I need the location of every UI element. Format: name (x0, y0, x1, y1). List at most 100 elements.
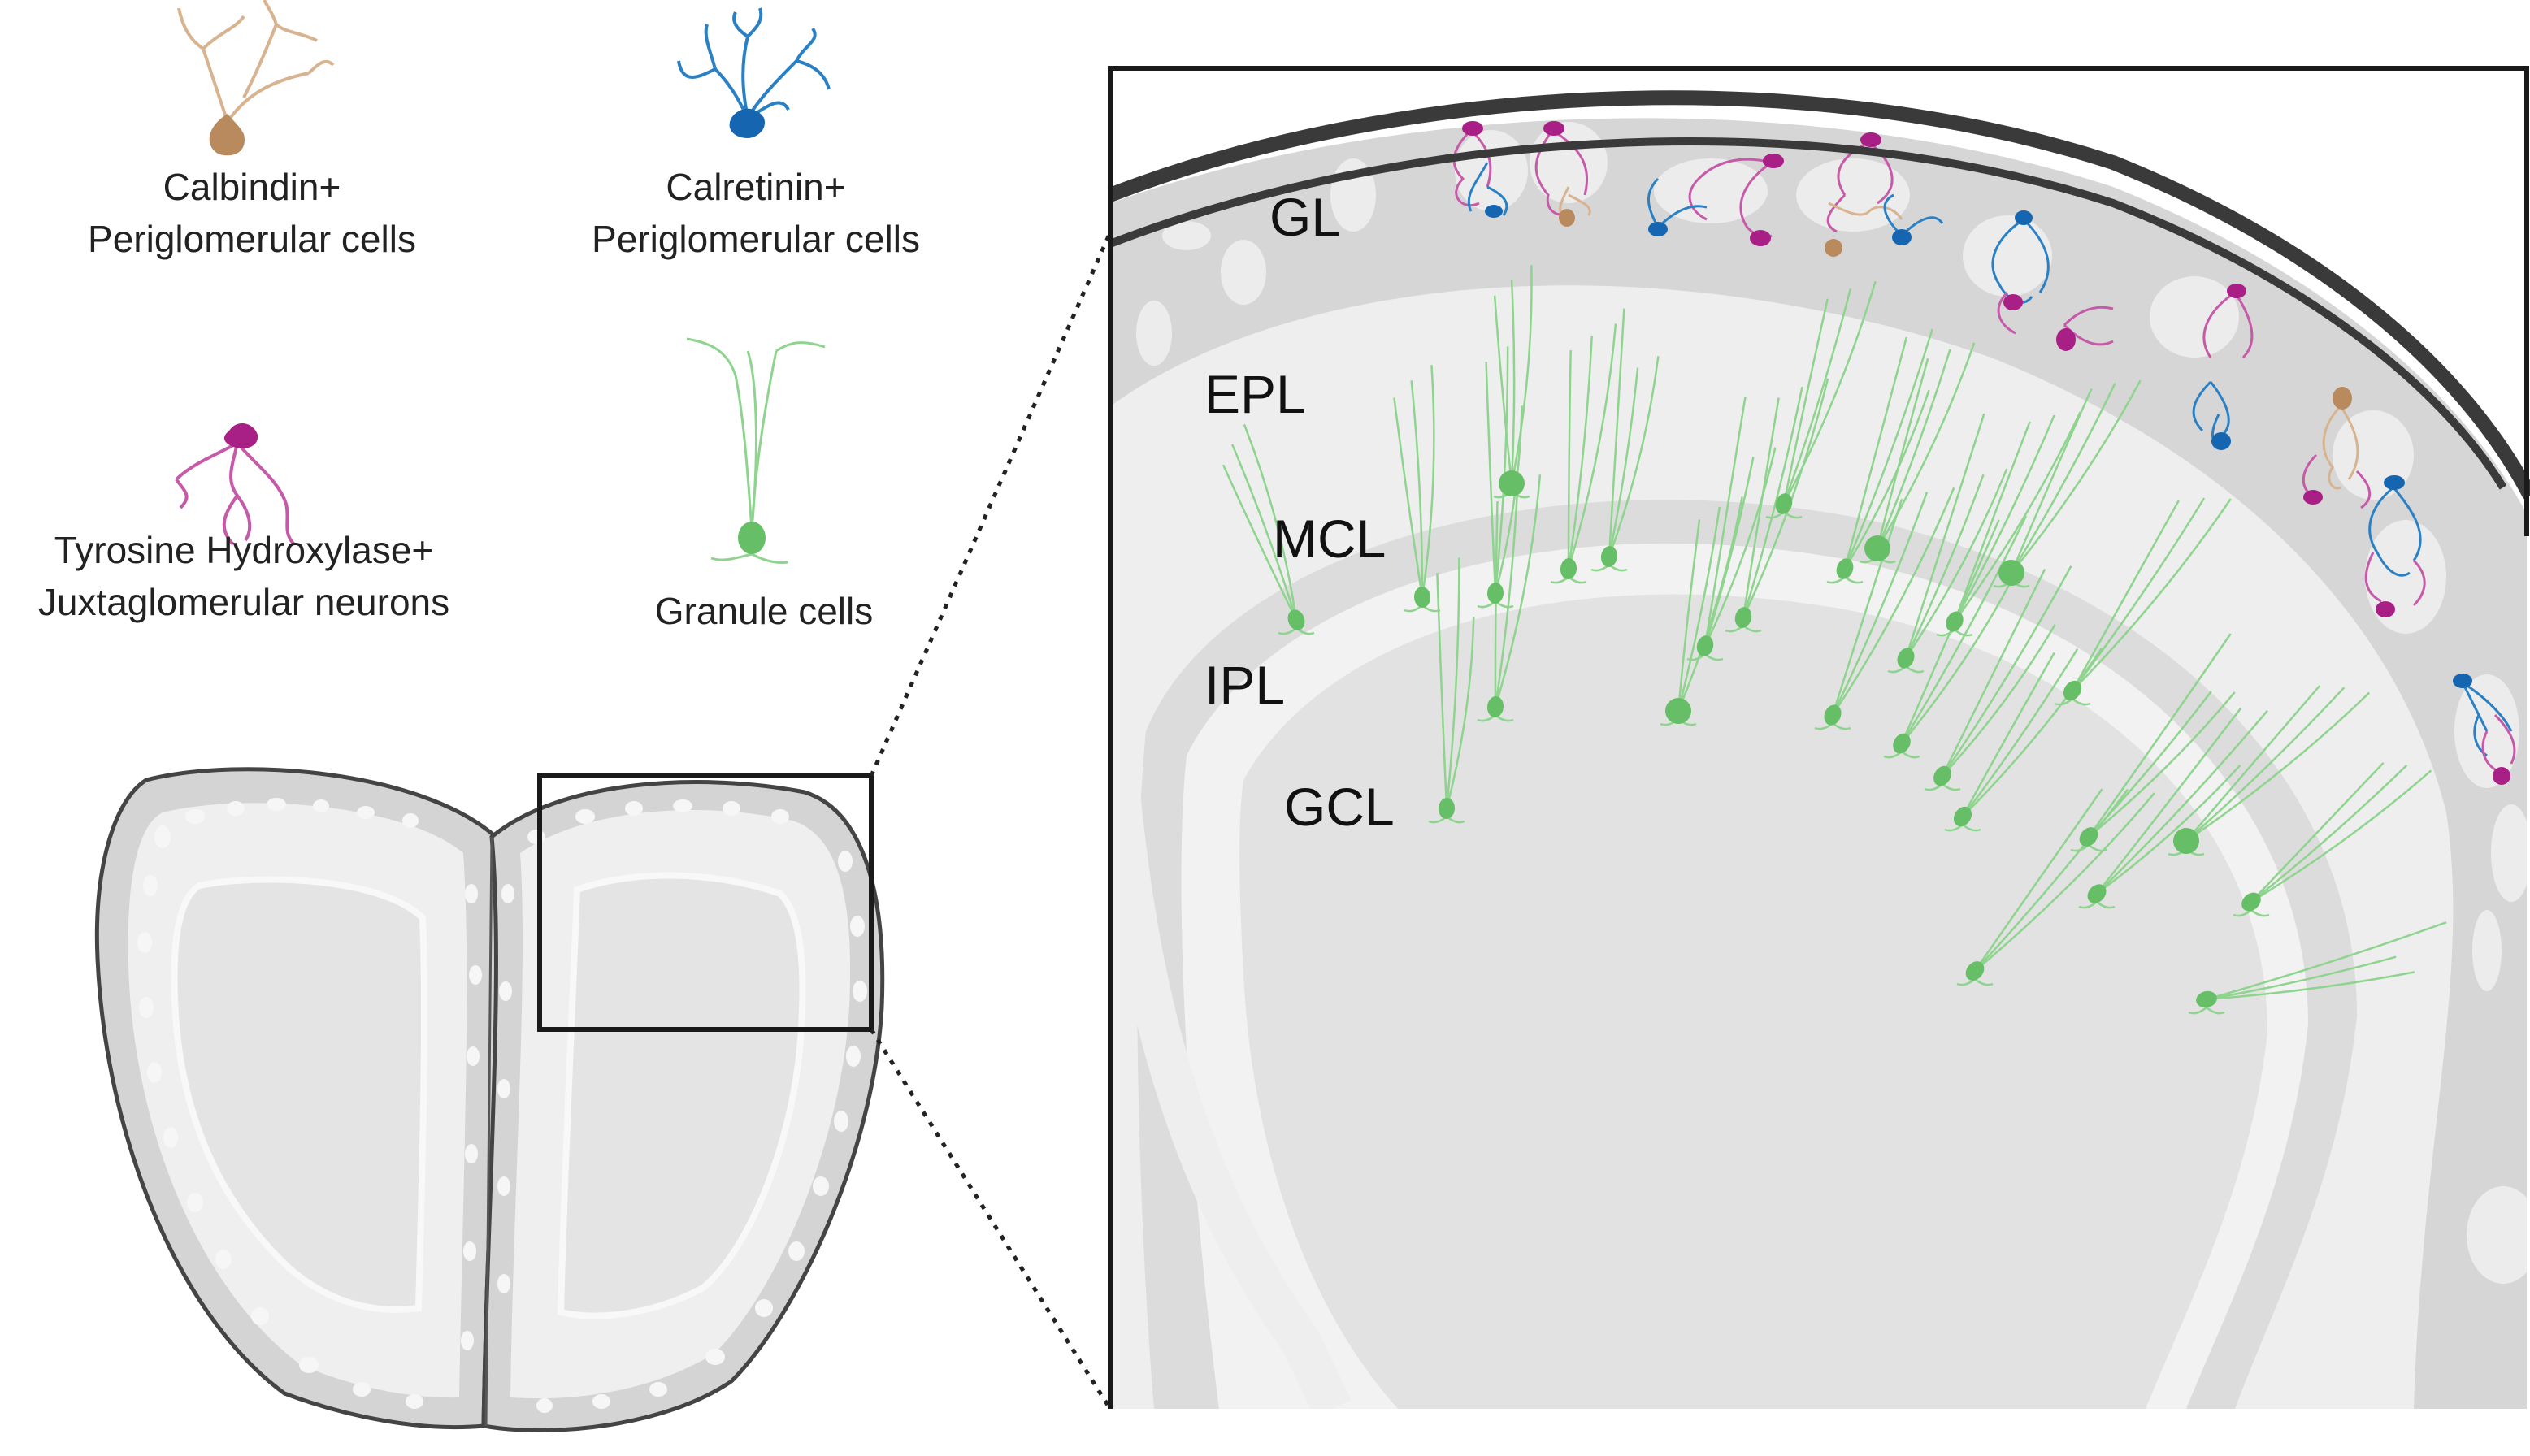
granule-dendrite (1222, 464, 1298, 621)
granule-soma (1486, 583, 1504, 604)
granule-soma (1933, 765, 1951, 786)
granule-soma (2241, 892, 2261, 912)
granule-dendrite (1410, 380, 1424, 598)
granule-dendrite (2096, 764, 2241, 895)
granule-dendrite (1831, 498, 1903, 716)
granule-soma (1438, 798, 1456, 819)
granule-soma (2196, 990, 2217, 1008)
granule-somas (1287, 470, 2261, 1008)
granule-dendrite (2096, 707, 2242, 895)
granule-dendrite (1904, 413, 1985, 659)
legend-label-calbindin: Calbindin+ Periglomerular cells (49, 161, 455, 265)
granule-soma (1665, 698, 1691, 724)
granule-dendrite (1831, 492, 1929, 716)
granule-dendrite (1567, 336, 1593, 570)
granule-soma (1600, 546, 1618, 567)
granule-soma (1946, 611, 1964, 632)
granule-dendrite (2206, 921, 2447, 1001)
granule-dendrite (1941, 566, 2072, 777)
granule-soma (1998, 560, 2024, 586)
granule-dendrite (1421, 365, 1435, 598)
granule-dendrite (1445, 617, 1475, 809)
granule-dendrite (2011, 379, 2142, 574)
zoom-panel-frame (1108, 66, 2529, 1409)
section-glomeruli (137, 798, 867, 1413)
granule-dendrite (1904, 474, 1985, 659)
granule-dendrite (2087, 633, 2232, 838)
granule-soma (1824, 704, 1842, 726)
tyrosine-hydroxylase-neuron-icon (175, 422, 296, 546)
granule-dendrite (1703, 396, 1747, 647)
granule-dendrite (2072, 498, 2232, 691)
granule-dendrite (1974, 792, 2155, 972)
granule-dendrite (2250, 764, 2408, 903)
granule-dendrite (1567, 323, 1617, 570)
granule-dendrite (2088, 691, 2236, 838)
granule-dendrite (1831, 487, 1955, 716)
granule-soma (1734, 607, 1752, 628)
granule-soma (2173, 828, 2199, 854)
granule-dendrite (1876, 342, 1976, 549)
granule-dendrite (1677, 506, 1721, 712)
granule-soma (1560, 558, 1577, 579)
granule-dendrite (1393, 397, 1424, 598)
legend-label-tyrosine: Tyrosine Hydroxylase+ Juxtaglomerular ne… (0, 524, 488, 628)
granule-soma (1965, 961, 1985, 981)
granule-dendrite (1703, 457, 1755, 647)
granule-axon (2188, 1007, 2225, 1015)
granule-soma (1897, 648, 1915, 669)
legend-label-granule: Granule cells (561, 585, 967, 637)
zoom-connector-top (869, 231, 1113, 778)
granule-dendrite (1900, 515, 2028, 744)
granule-dendrite (1974, 788, 2129, 972)
granule-dendrite (1677, 496, 1743, 712)
bulb-section-right (481, 780, 885, 1432)
legend-calbindin-line2: Periglomerular cells (88, 218, 416, 260)
granule-soma (1499, 470, 1525, 496)
granule-dendrite (1445, 557, 1460, 809)
granule-dendrite (1843, 336, 1908, 570)
granule-dendrite (1608, 356, 1660, 557)
calbindin-cell-icon (177, 0, 335, 156)
granule-dendrite (1567, 349, 1572, 570)
granule-dendrite (1230, 444, 1298, 621)
legend-calretinin-line1: Calretinin+ (666, 166, 846, 208)
legend-label-calretinin: Calretinin+ Periglomerular cells (553, 161, 959, 265)
granule-dendrite (2010, 388, 2093, 574)
midline (484, 836, 493, 1427)
granule-dendrite (2096, 709, 2268, 895)
granule-soma (2063, 680, 2082, 701)
granule-dendrite (2010, 383, 2116, 574)
legend-tyrosine-line1: Tyrosine Hydroxylase+ (54, 529, 434, 571)
legend-tyrosine-line2: Juxtaglomerular neurons (37, 581, 450, 623)
granule-dendrite (1436, 573, 1448, 809)
granule-dendrite (1961, 652, 2055, 817)
granule-dendrite (1243, 423, 1298, 621)
layer-label-gcl: GCL (1284, 777, 1395, 837)
granule-dendrite (1493, 295, 1513, 484)
granule-dendrite (1742, 386, 1803, 618)
layer-label-ipl: IPL (1204, 655, 1286, 715)
glomeruli (1136, 122, 2527, 1284)
granule-dendrite (2250, 762, 2385, 903)
granule-soma (1696, 635, 1714, 656)
granule-soma (1775, 493, 1793, 514)
granule-dendrite (1953, 414, 2055, 622)
granule-dendrite (1876, 358, 1929, 549)
granule-dendrite (1510, 279, 1516, 484)
granule-dendrite (1953, 411, 2081, 622)
granule-dendrite (2206, 956, 2397, 1001)
granule-soma (1287, 609, 1305, 630)
granule-dendrite (1782, 280, 1877, 505)
layer-label-mcl: MCL (1273, 509, 1387, 569)
granule-dendrite (2185, 691, 2371, 843)
granule-soma (1953, 806, 1972, 827)
granule-dendrite (1494, 474, 1542, 708)
legend-calbindin-line1: Calbindin+ (163, 166, 341, 208)
granule-dendrite (2206, 971, 2415, 1001)
granule-dendrite (1962, 648, 2079, 817)
granule-cell-icon (686, 337, 826, 564)
bulb-section-left (94, 767, 501, 1430)
